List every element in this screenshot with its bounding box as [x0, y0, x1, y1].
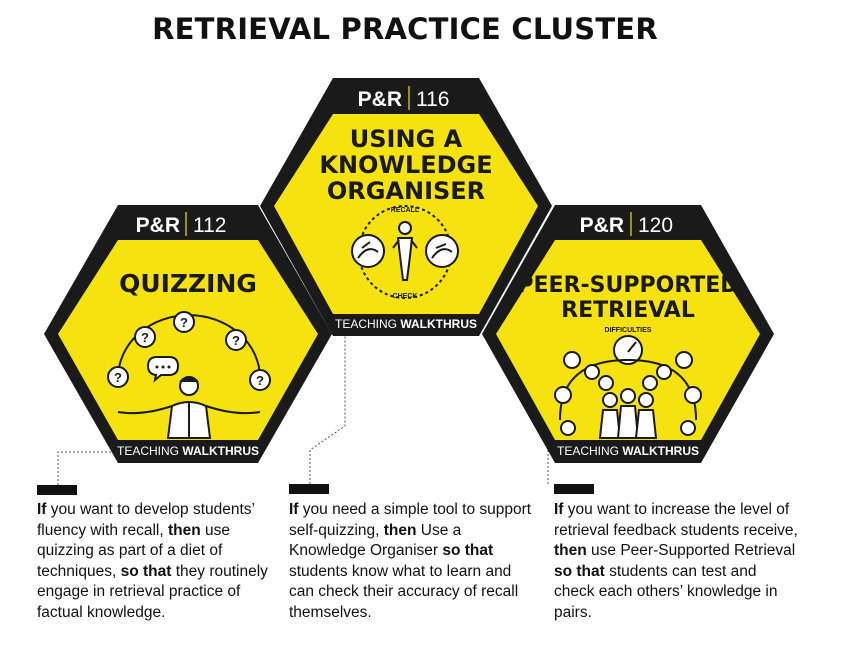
hex-card-knowledge-organiser: P&R 116 USING A KNOWLEDGE ORGANISER TEAC…: [260, 78, 552, 336]
hex-card-quizzing: P&R 112 QUIZZING TEACHING WALKTHRUS ?? ?…: [44, 205, 332, 463]
tag-number: 116: [416, 88, 449, 111]
caption-knowledge-organiser: If you need a simple tool to support sel…: [289, 501, 532, 621]
footer-label: TEACHING WALKTHRUS: [557, 444, 699, 458]
svg-text:?: ?: [180, 315, 188, 330]
recall-label: RECALL: [391, 207, 420, 214]
footer-label: TEACHING WALKTHRUS: [335, 317, 477, 331]
check-label: CHECK: [393, 293, 418, 300]
svg-text:?: ?: [256, 373, 264, 388]
caption-marker-3: [554, 484, 594, 494]
hex-fill: [274, 114, 538, 314]
svg-text:?: ?: [114, 370, 122, 385]
leader-line-quizzing: [57, 451, 112, 485]
hex-title-line-2: RETRIEVAL: [561, 298, 695, 323]
hex-title-line-2: KNOWLEDGE: [319, 151, 492, 179]
peer-group-feedback-icon: DIFFICULTIES: [554, 327, 702, 439]
tag-number: 120: [638, 214, 673, 237]
hex-title-line-1: USING A: [350, 125, 463, 153]
hex-title-line-1: PEER-SUPPORTED: [517, 273, 738, 298]
page-title: RETRIEVAL PRACTICE CLUSTER: [152, 12, 658, 46]
difficulties-label: DIFFICULTIES: [605, 327, 652, 334]
caption-marker-2: [289, 484, 329, 494]
hex-title: QUIZZING: [119, 269, 257, 298]
tag-code: P&R: [358, 88, 402, 111]
recall-check-cycle-icon: RECALL CHECK: [351, 205, 459, 300]
hex-fill: [58, 240, 318, 440]
svg-text:?: ?: [141, 330, 149, 345]
caption-peer-supported: If you want to increase the level of ret…: [554, 501, 798, 621]
juggler-with-question-marks-icon: ?? ?? ?: [107, 311, 271, 439]
caption-quizzing: If you want to develop students’ fluency…: [37, 501, 268, 621]
caption-marker-1: [37, 485, 77, 495]
tag-code: P&R: [580, 214, 624, 237]
tag-number: 112: [193, 214, 226, 237]
footer-label: TEACHING WALKTHRUS: [117, 444, 259, 458]
leader-line-knowledge-organiser: [309, 330, 346, 484]
tag-code: P&R: [136, 214, 180, 237]
hex-card-peer-supported: P&R 120 PEER-SUPPORTED RETRIEVAL TEACHIN…: [482, 205, 774, 463]
hex-title-line-3: ORGANISER: [327, 177, 485, 205]
svg-text:?: ?: [232, 333, 240, 348]
